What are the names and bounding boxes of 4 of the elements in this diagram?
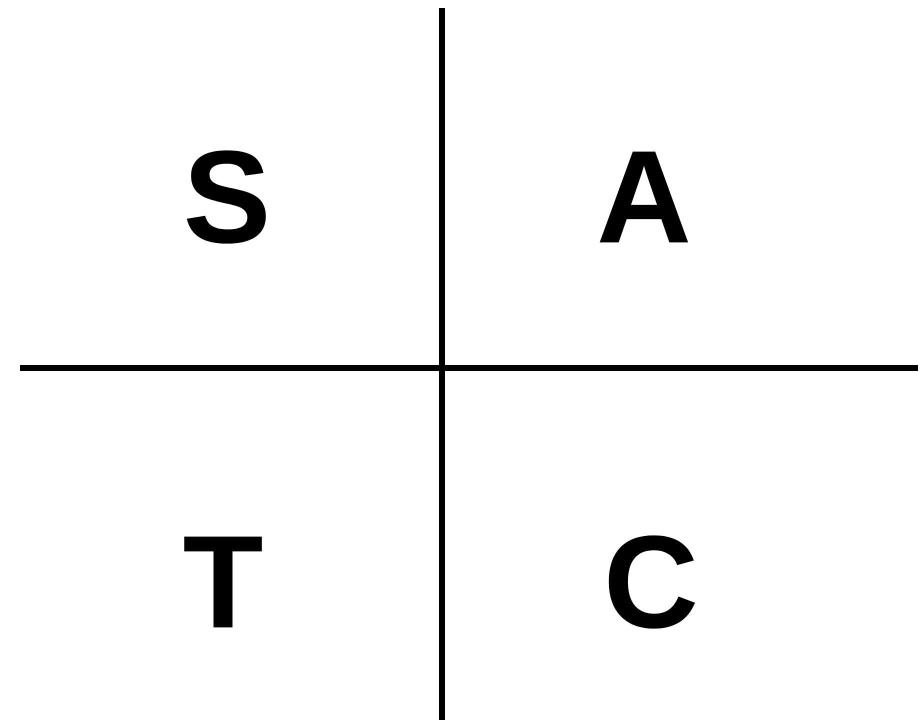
quadrant-letter: T xyxy=(184,536,262,628)
quadrant-letter: C xyxy=(608,535,695,629)
quadrant-letter: A xyxy=(600,152,688,242)
quadrant-letter: S xyxy=(186,150,266,244)
